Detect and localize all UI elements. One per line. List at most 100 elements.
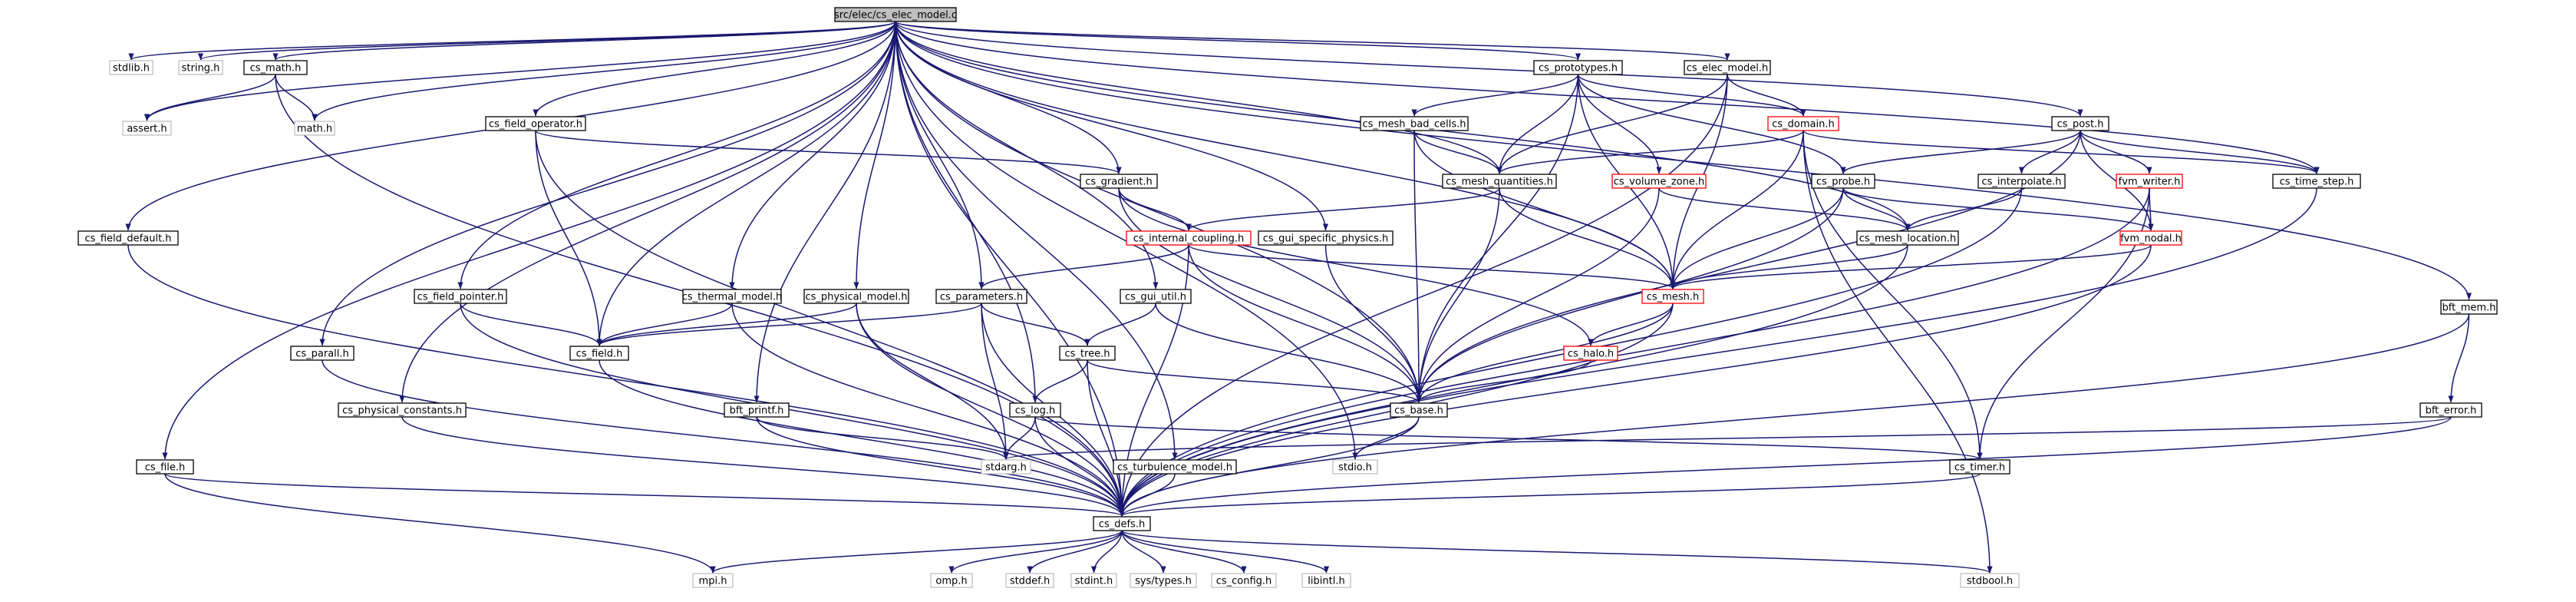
node-cs-prototypes[interactable]: cs_prototypes.h <box>1533 60 1623 75</box>
node-mpi[interactable]: mpi.h <box>692 573 734 588</box>
node-box <box>1611 174 1707 189</box>
edge-line <box>1188 244 1422 403</box>
node-cs-halo[interactable]: cs_halo.h <box>1563 346 1618 361</box>
edge-root-to-cs-math <box>272 21 896 61</box>
node-cs-physical-constants[interactable]: cs_physical_constants.h <box>338 402 467 418</box>
node-box <box>294 121 335 136</box>
node-cs-field-operator[interactable]: cs_field_operator.h <box>485 116 586 131</box>
node-cs-log[interactable]: cs_log.h <box>1009 402 1061 418</box>
node-omp[interactable]: omp.h <box>930 573 973 588</box>
node-root[interactable]: src/elec/cs_elec_model.c <box>834 7 957 22</box>
node-cs-parameters[interactable]: cs_parameters.h <box>935 289 1027 304</box>
node-cs-gui-specific-physics[interactable]: cs_gui_specific_physics.h <box>1258 230 1394 246</box>
node-libintl[interactable]: libintl.h <box>1301 573 1351 588</box>
edge-bft-mem-to-cs-defs <box>1119 313 2470 517</box>
node-box <box>935 289 1027 304</box>
node-cs-interpolate[interactable]: cs_interpolate.h <box>1977 174 2066 189</box>
node-stdlib[interactable]: stdlib.h <box>109 60 153 75</box>
node-box <box>1390 402 1448 418</box>
edge-line <box>2018 130 2081 174</box>
node-label: cs_elec_model.h <box>1687 63 1769 74</box>
edge-root-to-assert <box>144 21 896 121</box>
node-cs-thermal-model[interactable]: cs_thermal_model.h <box>682 289 782 304</box>
edge-cs-parall-to-cs-defs <box>322 359 1125 517</box>
node-cs-elec-model[interactable]: cs_elec_model.h <box>1684 60 1771 75</box>
node-math[interactable]: math.h <box>294 121 335 136</box>
node-assert[interactable]: assert.h <box>122 121 172 136</box>
edge-line <box>533 21 896 117</box>
node-cs-gradient[interactable]: cs_gradient.h <box>1080 174 1158 189</box>
node-label: cs_gui_util.h <box>1125 292 1186 303</box>
edge-bft-error-to-cs-defs <box>1119 416 2452 517</box>
node-cs-field-pointer[interactable]: cs_field_pointer.h <box>414 289 507 304</box>
edge-line <box>1004 416 2452 460</box>
node-cs-mesh-quantities[interactable]: cs_mesh_quantities.h <box>1442 174 1557 189</box>
edge-cs-prototypes-to-cs-mesh-bad-cells <box>1411 74 1579 117</box>
node-string[interactable]: string.h <box>178 60 223 75</box>
edge-cs-parameters-to-cs-tree <box>981 303 1090 346</box>
node-cs-mesh[interactable]: cs_mesh.h <box>1641 289 1704 304</box>
node-box <box>803 289 909 304</box>
edge-line <box>1670 244 2152 289</box>
node-cs-probe[interactable]: cs_probe.h <box>1811 174 1875 189</box>
node-cs-internal-coupling[interactable]: cs_internal_coupling.h <box>1126 230 1252 246</box>
node-cs-mesh-bad-cells[interactable]: cs_mesh_bad_cells.h <box>1360 116 1469 131</box>
node-fvm-nodal[interactable]: fvm_nodal.h <box>2119 230 2182 246</box>
edge-line <box>1496 130 1804 174</box>
edge-line <box>1416 74 1579 403</box>
node-cs-volume-zone[interactable]: cs_volume_zone.h <box>1611 174 1707 189</box>
edge-line <box>1119 244 2152 517</box>
node-sys-types[interactable]: sys/types.h <box>1130 573 1197 588</box>
node-cs-domain[interactable]: cs_domain.h <box>1767 116 1839 131</box>
node-stdint[interactable]: stdint.h <box>1070 573 1117 588</box>
edge-line <box>1003 416 1036 460</box>
node-cs-gui-util[interactable]: cs_gui_util.h <box>1120 289 1192 304</box>
edge-cs-file-to-cs-defs <box>164 473 1125 517</box>
edge-cs-field-pointer-to-cs-field <box>460 303 602 346</box>
node-cs-physical-model[interactable]: cs_physical_model.h <box>803 289 909 304</box>
edge-line <box>2448 313 2470 403</box>
node-cs-base[interactable]: cs_base.h <box>1390 402 1448 418</box>
node-cs-time-step[interactable]: cs_time_step.h <box>2272 174 2361 189</box>
edge-line <box>322 359 1125 517</box>
node-box <box>569 346 629 361</box>
node-cs-timer[interactable]: cs_timer.h <box>1949 459 2010 475</box>
edge-cs-gui-specific-physics-to-cs-base <box>1324 244 1422 403</box>
node-cs-defs[interactable]: cs_defs.h <box>1093 516 1151 531</box>
node-stdbool[interactable]: stdbool.h <box>1960 573 2020 588</box>
edge-root-to-stdio <box>895 21 1358 460</box>
node-fvm-writer[interactable]: fvm_writer.h <box>2116 174 2183 189</box>
node-cs-turbulence-model[interactable]: cs_turbulence_model.h <box>1113 459 1237 475</box>
node-cs-math[interactable]: cs_math.h <box>243 60 308 75</box>
edge-line <box>599 359 1125 517</box>
node-cs-tree[interactable]: cs_tree.h <box>1059 346 1116 361</box>
node-cs-config[interactable]: cs_config.h <box>1211 573 1277 588</box>
node-stdarg[interactable]: stdarg.h <box>981 459 1031 475</box>
edge-root-to-stdlib <box>128 21 896 61</box>
edge-line <box>1416 187 1844 403</box>
node-label: cs_physical_model.h <box>805 292 907 303</box>
edge-cs-field-default-to-cs-defs <box>127 244 1125 517</box>
node-cs-parall[interactable]: cs_parall.h <box>290 346 355 361</box>
node-bft-printf[interactable]: bft_printf.h <box>724 402 790 418</box>
node-label: cs_field_default.h <box>84 233 171 245</box>
node-cs-mesh-location[interactable]: cs_mesh_location.h <box>1856 230 1959 246</box>
edge-line <box>1034 416 1983 460</box>
node-cs-post[interactable]: cs_post.h <box>2051 116 2109 131</box>
edge-cs-post-to-fvm-writer <box>2080 130 2152 174</box>
edge-line <box>1416 303 1674 403</box>
node-stddef[interactable]: stddef.h <box>1005 573 1054 588</box>
node-stdio[interactable]: stdio.h <box>1332 459 1378 475</box>
node-cs-file[interactable]: cs_file.h <box>136 459 194 475</box>
node-bft-mem[interactable]: bft_mem.h <box>2440 299 2498 315</box>
edge-line <box>2080 130 2154 231</box>
node-cs-field-default[interactable]: cs_field_default.h <box>78 230 179 246</box>
node-box <box>1080 174 1158 189</box>
edge-cs-tree-to-cs-defs <box>1087 359 1125 517</box>
node-cs-field[interactable]: cs_field.h <box>569 346 629 361</box>
edge-line <box>1118 187 1422 403</box>
node-bft-error[interactable]: bft_error.h <box>2419 402 2482 418</box>
node-label: cs_gui_specific_physics.h <box>1263 233 1389 245</box>
edge-cs-timer-to-cs-defs <box>1119 473 1981 517</box>
edge-line <box>535 130 602 346</box>
